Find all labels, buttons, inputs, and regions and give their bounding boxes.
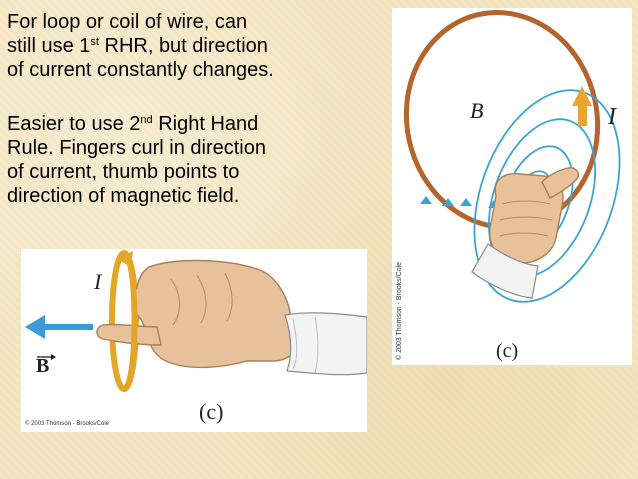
field-arrowhead	[460, 198, 472, 206]
text-fragment: still use 1	[7, 35, 91, 57]
thumb-shape	[96, 323, 162, 346]
sleeve-cuff	[284, 312, 367, 376]
text-line: Easier to use 2nd Right Hand	[7, 112, 347, 136]
current-label-I: I	[94, 269, 102, 294]
text-line: still use 1st RHR, but direction	[7, 34, 347, 58]
copyright-credit: © 2003 Thomson - Brooks/Cole	[396, 261, 403, 360]
text-fragment: RHR, but direction	[98, 35, 268, 57]
ordinal-suffix: nd	[140, 114, 153, 126]
loop-field-illustration	[403, 10, 621, 303]
panel-label-c: (c)	[199, 399, 224, 424]
current-arrow-shaft	[578, 104, 587, 126]
text-line: Rule. Fingers curl in direction	[7, 137, 266, 159]
current-arrowhead	[117, 251, 133, 267]
field-label-B: B	[36, 355, 50, 377]
paragraph-second-rhr: Easier to use 2nd Right Hand Rule. Finge…	[7, 112, 347, 208]
text-line: of current constantly changes.	[7, 59, 274, 81]
current-label-I: I	[608, 104, 616, 130]
field-label-B: B	[470, 98, 484, 123]
finger-crease	[224, 272, 233, 322]
finger-crease	[170, 278, 180, 326]
current-arrowhead	[572, 86, 592, 106]
text-fragment: Right Hand	[152, 113, 259, 135]
finger-crease	[501, 200, 551, 205]
ordinal-suffix: st	[90, 36, 99, 48]
paragraph-loop-coil: For loop or coil of wire, can still use …	[7, 10, 347, 82]
fist-shape	[132, 259, 299, 369]
panel-label-c: (c)	[496, 340, 519, 362]
field-arrowhead	[25, 315, 45, 339]
field-arrowhead	[442, 198, 454, 206]
field-arrowhead	[420, 196, 432, 204]
figure-straight-hand: I B (c) © 2003 Thomson - Brooks/Cole	[21, 249, 367, 432]
sleeve-fold	[292, 318, 298, 370]
hand-rule-illustration	[25, 250, 367, 392]
thumb-shape	[541, 166, 580, 199]
finger-crease	[499, 232, 549, 237]
copyright-credit: © 2003 Thomson - Brooks/Cole	[25, 421, 110, 427]
text-line: direction of magnetic field.	[7, 185, 240, 207]
text-line: For loop or coil of wire, can	[7, 11, 248, 33]
sleeve-fold	[314, 316, 319, 374]
finger-crease	[499, 216, 553, 221]
finger-crease	[196, 274, 207, 324]
sleeve-cuff	[471, 243, 539, 299]
vector-arrowhead	[51, 354, 56, 360]
current-ring-front	[121, 250, 138, 392]
text-fragment: Easier to use 2	[7, 113, 141, 135]
figure-current-loop: B I (c) © 2003 Thomson - Brooks/Cole	[392, 8, 632, 365]
text-line: of current, thumb points to	[7, 161, 240, 183]
